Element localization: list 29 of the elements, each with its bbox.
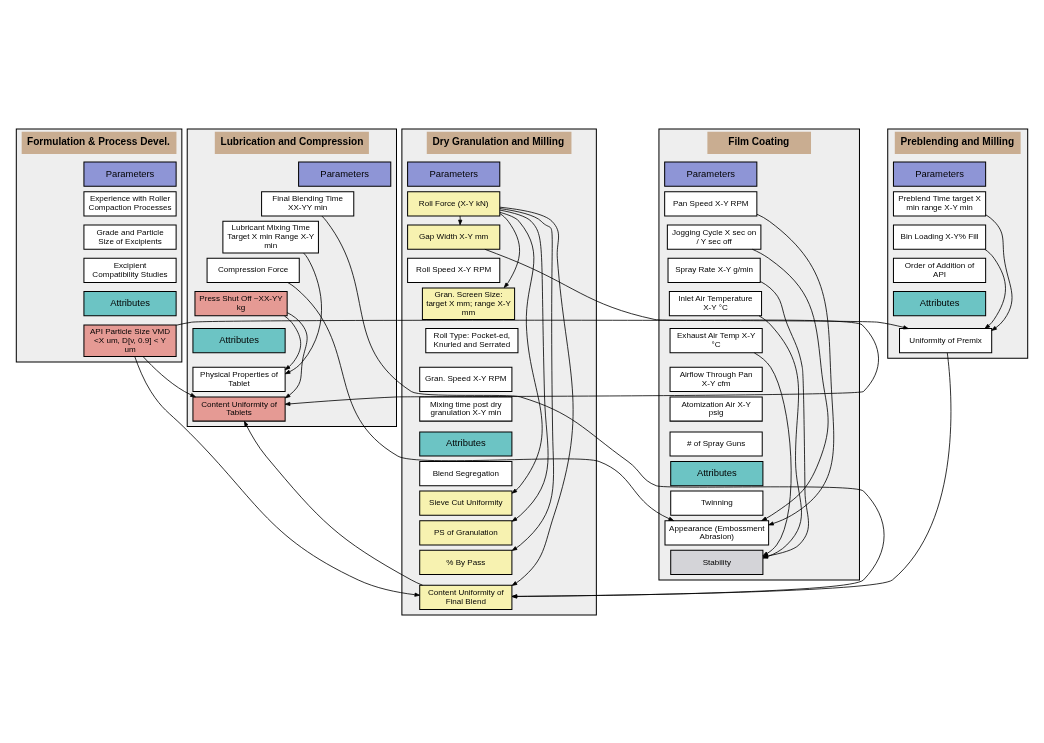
arrow [499,206,574,586]
node-box: Attributes [192,327,286,353]
node-box: Attributes [670,460,764,486]
arrow [985,213,1013,331]
node-box: Parameters [892,161,987,187]
node-box: Parameters [407,161,501,187]
arrow [751,248,829,521]
node-box: Parameters [83,161,177,187]
arrow [284,315,302,370]
node-box: Parameters [664,161,758,187]
node-box: Attributes [892,290,987,316]
arrow [175,319,909,329]
arrow [499,209,549,522]
arrow [284,248,879,406]
arrow [984,248,1006,329]
arrow [134,355,421,597]
arrow [511,352,952,598]
arrow [499,212,520,288]
node-box: Attributes [83,290,177,316]
arrow [142,355,196,397]
arrow [284,311,308,398]
arrow [458,215,463,225]
arrow [499,211,543,494]
node-box: Attributes [419,430,513,457]
arrow [756,213,835,525]
arrow [243,420,423,586]
arrow [287,281,674,521]
node-box: Parameters [298,161,392,187]
arrow [499,207,554,551]
